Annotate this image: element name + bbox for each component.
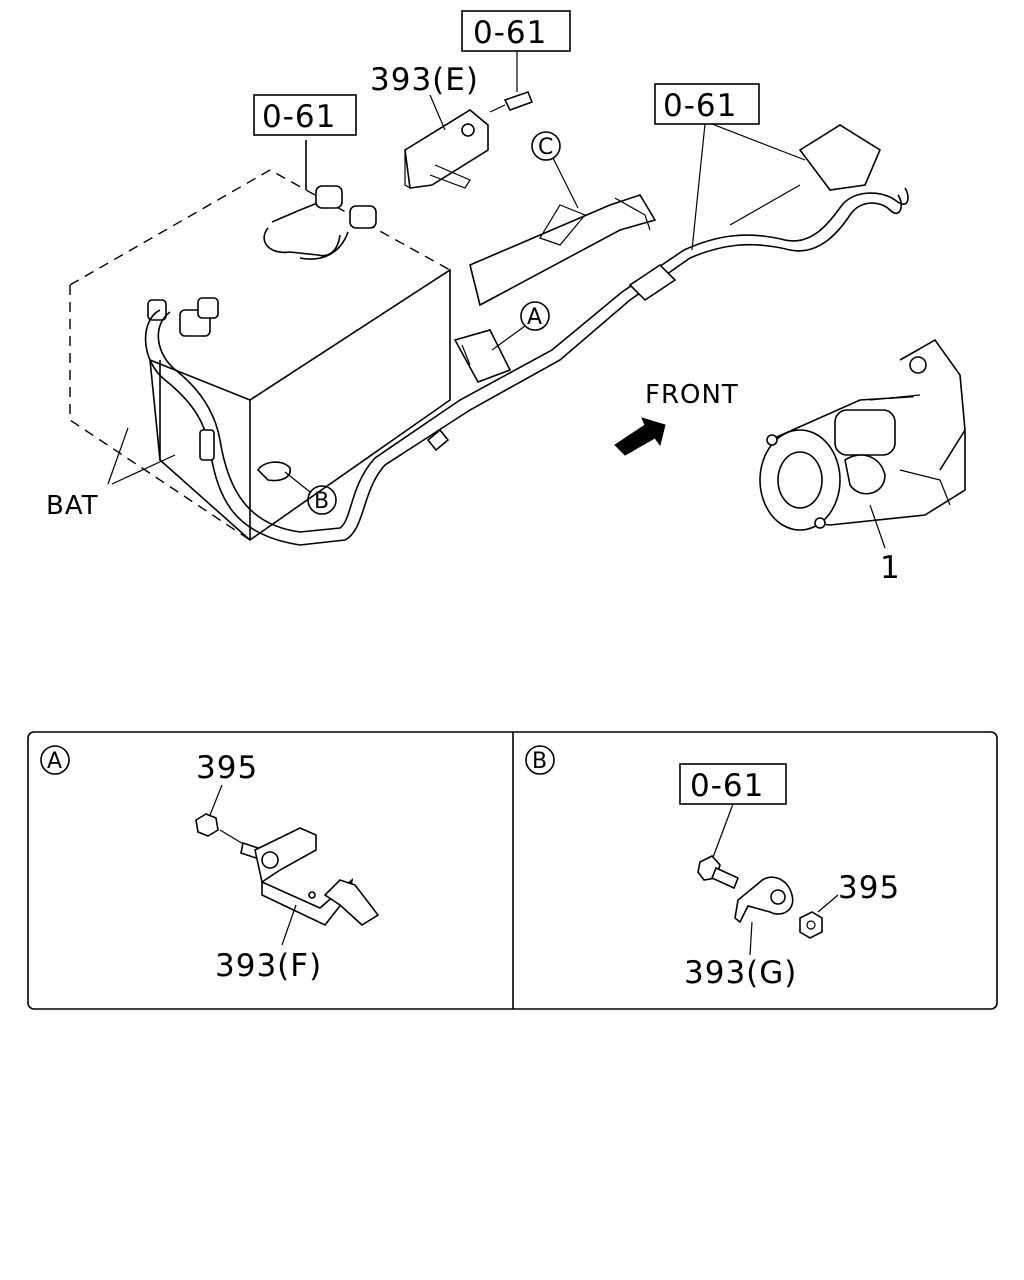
ref-label-right: 0-61	[663, 88, 737, 124]
bolt-top	[489, 90, 534, 113]
starter-motor	[759, 338, 966, 531]
cable-clamp-c	[469, 194, 657, 307]
part-label-395-a: 395	[196, 750, 258, 786]
callout-b: B	[314, 489, 329, 514]
ref-label-top: 0-61	[473, 15, 547, 51]
ref-label-battery: 0-61	[262, 99, 336, 135]
part-label-395-b: 395	[838, 870, 900, 906]
battery	[69, 169, 452, 542]
ground-cable	[263, 140, 377, 260]
detail-a: A 395 393(F)	[40, 745, 380, 984]
callout-a: A	[527, 305, 542, 330]
part-label-393f: 393(F)	[215, 948, 322, 984]
front-arrow	[614, 417, 666, 456]
bat-label: BAT	[46, 491, 99, 521]
part-label-starter: 1	[880, 550, 901, 586]
battery-cable	[144, 124, 909, 546]
part-label-393g: 393(G)	[684, 955, 797, 991]
front-label: FRONT	[645, 380, 739, 410]
detail-b: B 0-61 395 393(G)	[525, 745, 900, 991]
ref-box-right	[654, 83, 760, 125]
clip-b-main	[257, 461, 291, 482]
bracket-393e	[404, 109, 489, 189]
callout-c: C	[538, 135, 553, 160]
ref-box-battery	[253, 94, 357, 136]
clip-a-main	[453, 329, 512, 383]
detail-b-callout: B	[532, 749, 547, 774]
part-label-393e: 393(E)	[370, 62, 479, 98]
ref-label-detail-b: 0-61	[690, 768, 764, 804]
detail-a-callout: A	[47, 749, 62, 774]
ref-box-top	[461, 10, 571, 52]
